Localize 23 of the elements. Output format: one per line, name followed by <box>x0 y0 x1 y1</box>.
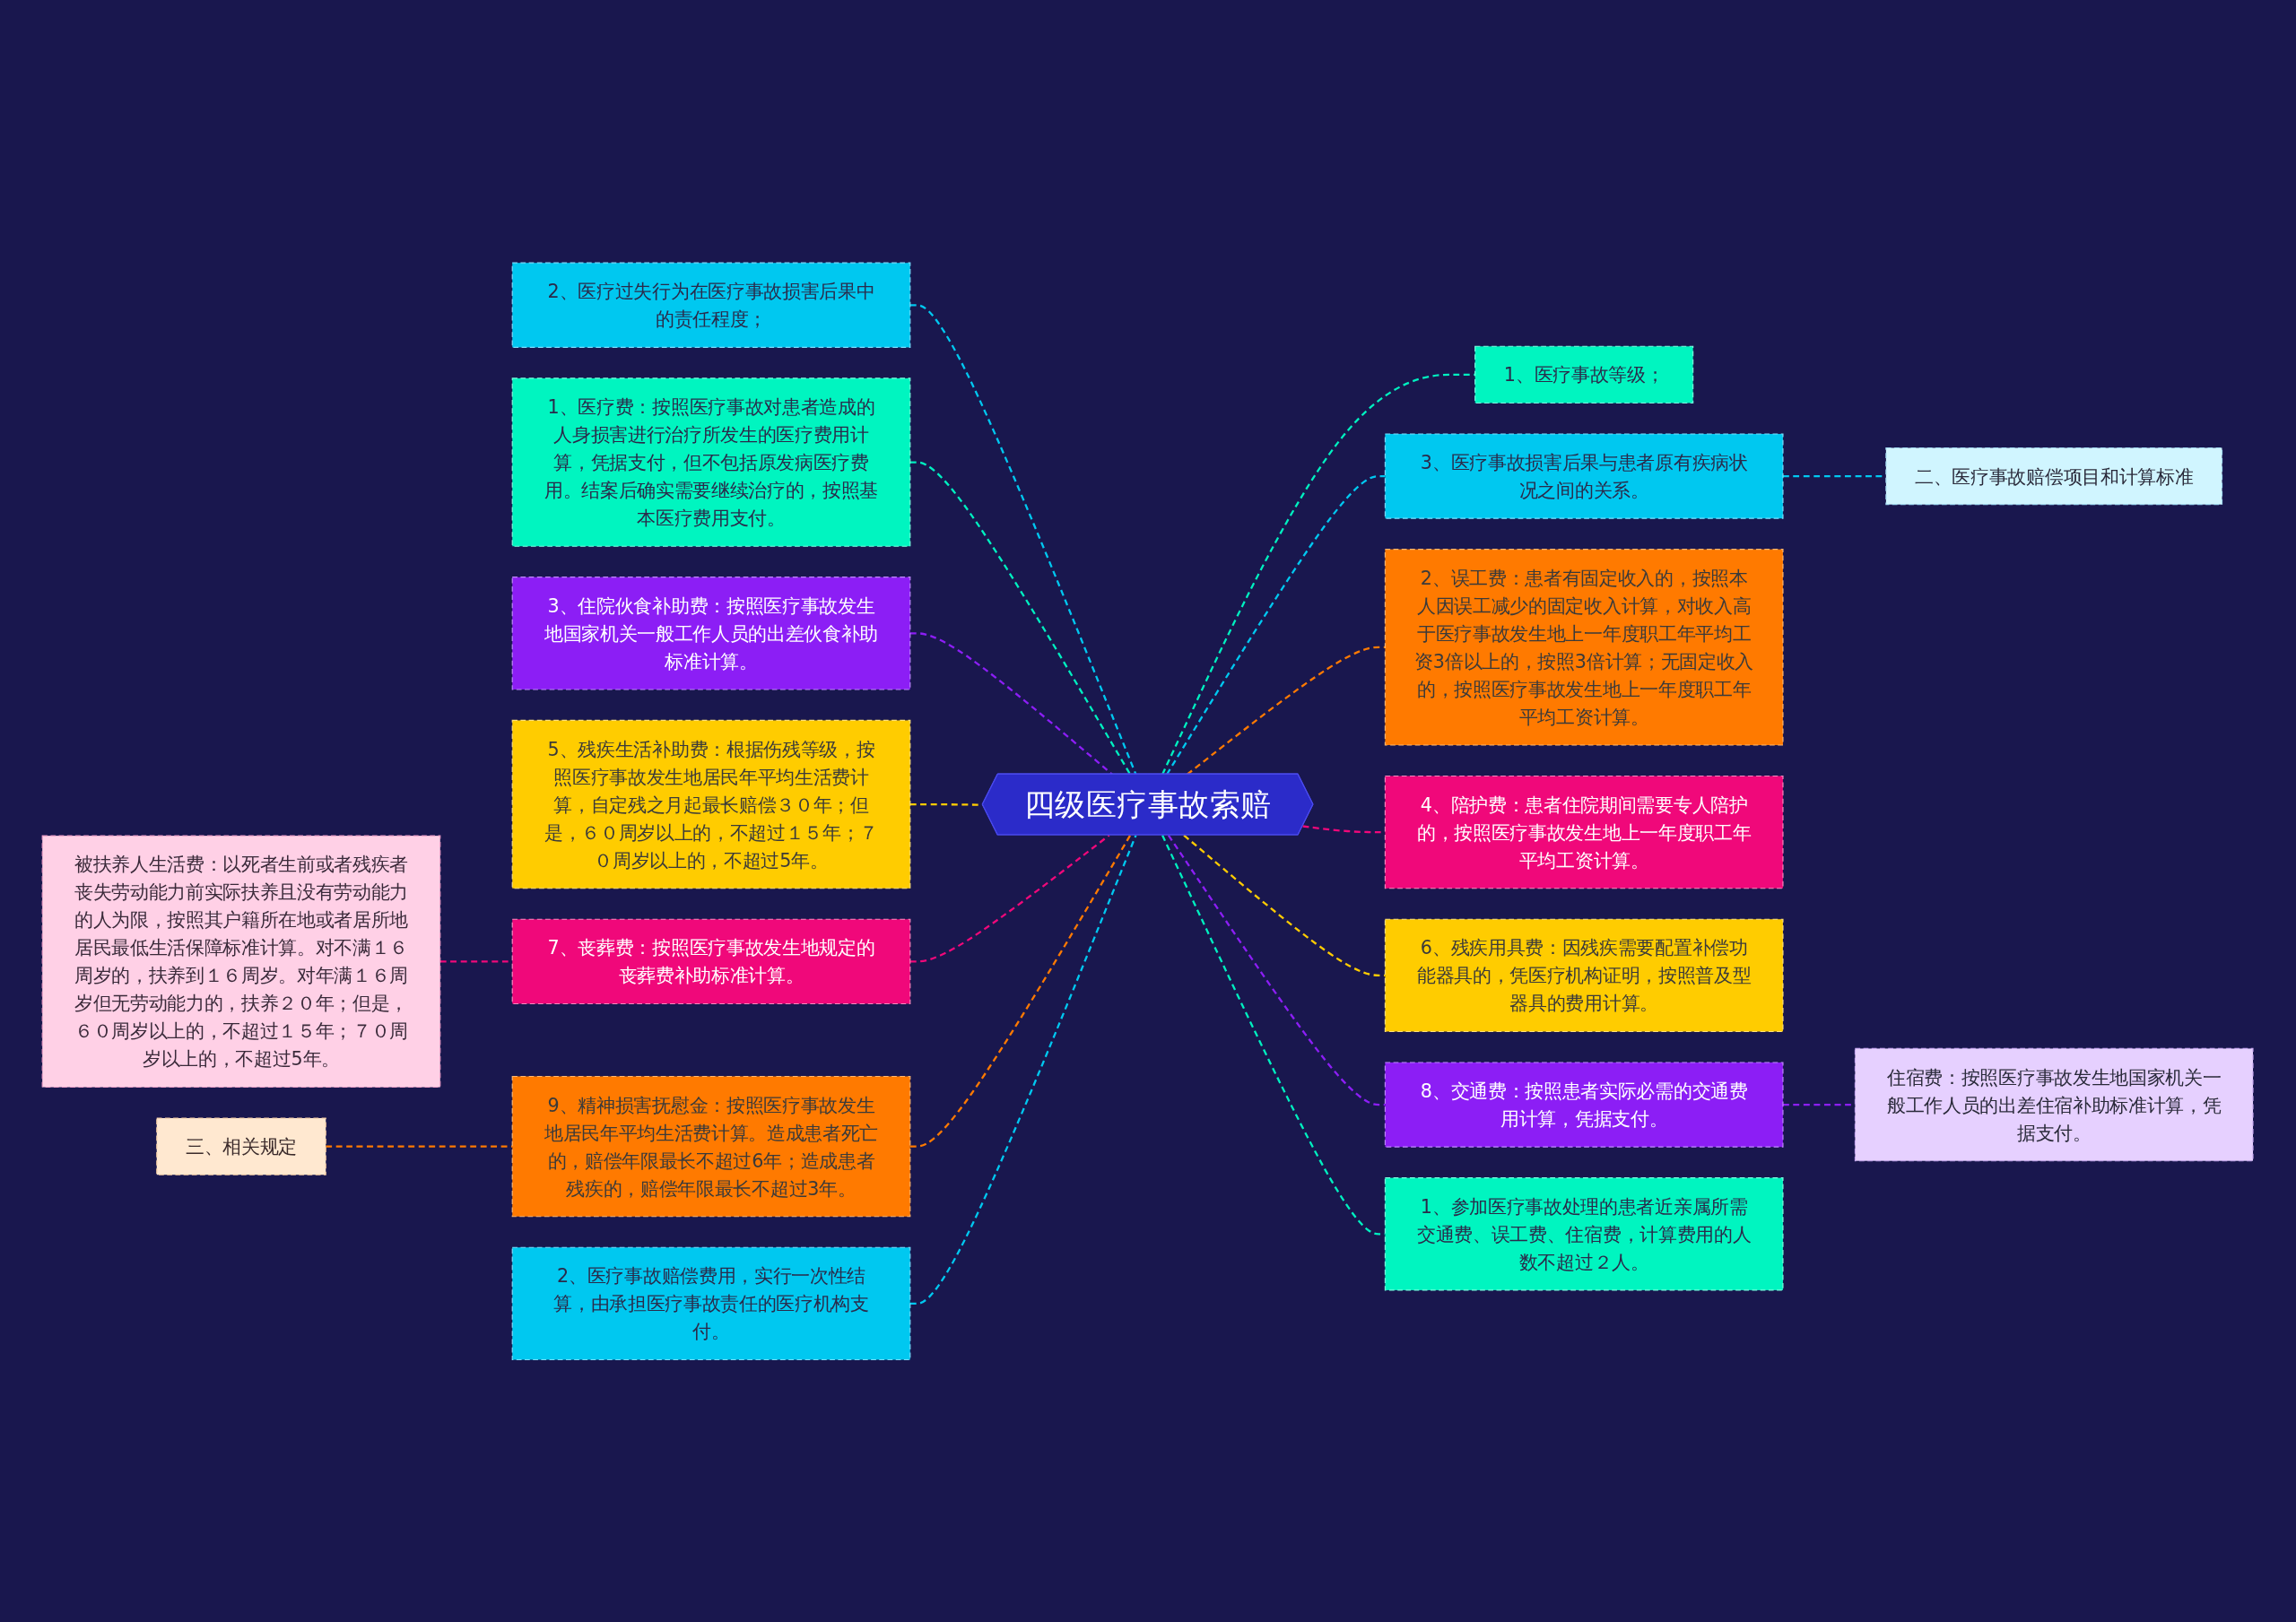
node-box <box>1385 548 1784 746</box>
node-box <box>1855 1047 2254 1161</box>
connector <box>910 834 1137 1305</box>
node-box <box>1385 775 1784 889</box>
node-box <box>512 719 911 889</box>
node-box <box>1385 433 1784 519</box>
connector <box>910 461 1132 775</box>
node-box <box>42 835 441 1088</box>
node-box <box>1385 1176 1784 1291</box>
node-box <box>1885 447 2223 505</box>
node-box <box>512 262 911 348</box>
node-box <box>1474 345 1694 403</box>
node-box <box>1385 1062 1784 1148</box>
connector <box>910 303 1137 775</box>
node-box <box>512 1246 911 1360</box>
node-box <box>512 377 911 547</box>
node-box <box>512 918 911 1004</box>
connector <box>910 834 1132 1148</box>
node-box <box>1385 918 1784 1032</box>
node-box <box>512 576 911 690</box>
node-box <box>512 1075 911 1217</box>
node-box <box>156 1117 327 1175</box>
connector <box>910 834 1110 963</box>
